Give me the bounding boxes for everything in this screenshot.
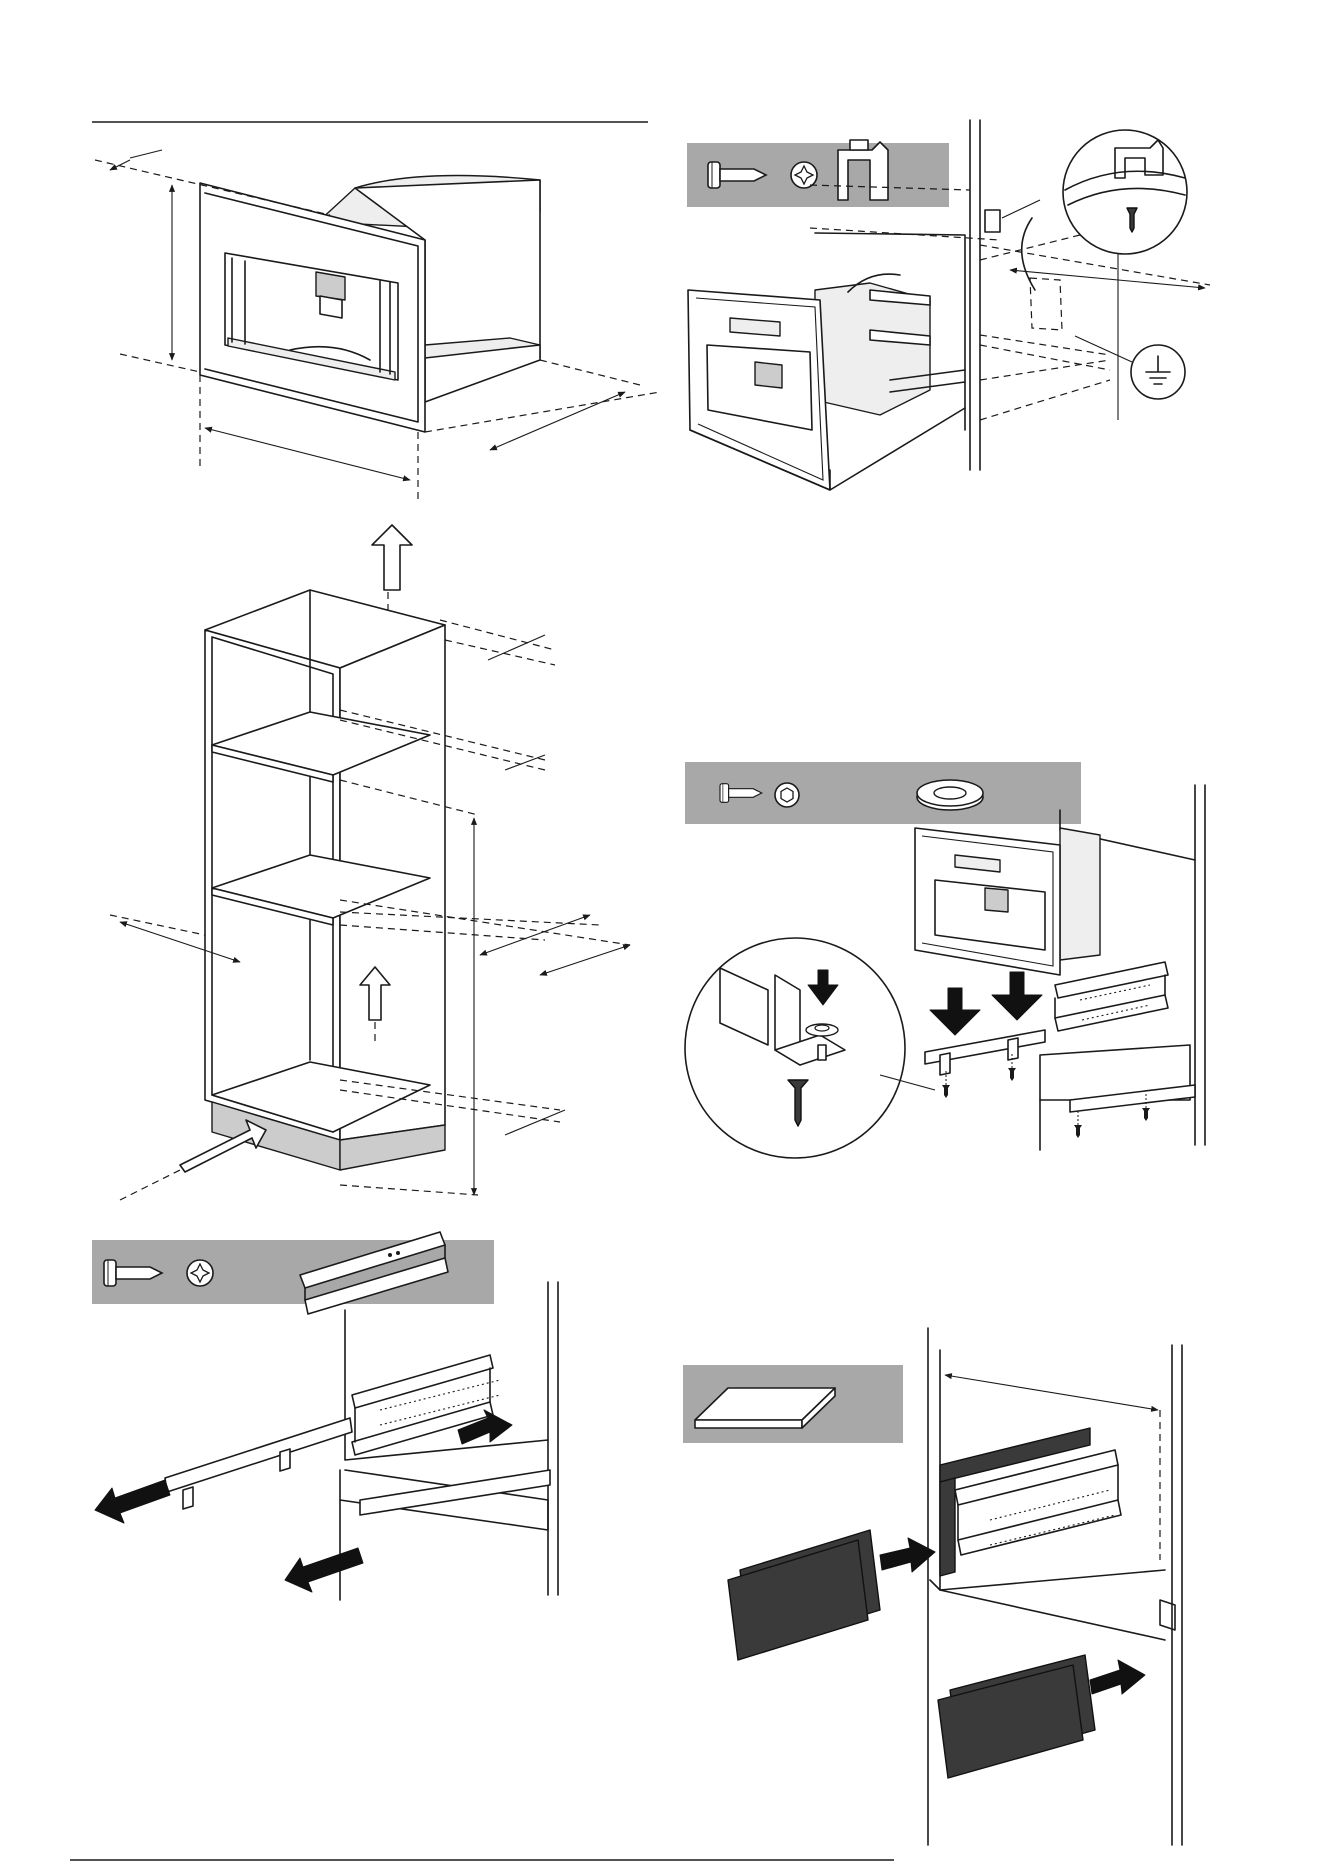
cab-dash-7 <box>110 915 205 935</box>
elec-dash-7 <box>980 335 1110 355</box>
mini-screw-3 <box>1074 1111 1082 1138</box>
loose-panel-upper-front <box>728 1540 868 1660</box>
front-rail-5 <box>165 1418 352 1492</box>
niche-depth-arrow-1 <box>480 915 590 955</box>
insert-arrow-upper <box>880 1538 935 1572</box>
spout <box>320 296 342 318</box>
spout-4 <box>985 888 1008 912</box>
niche-depth-arrow-2 <box>540 945 630 975</box>
fig-electrical-connection <box>687 120 1210 490</box>
down-arrow-left <box>930 988 980 1035</box>
upper-panel-edge <box>940 1478 955 1576</box>
fig-cover-panels <box>683 1328 1182 1845</box>
cabinet-right-edge-5 <box>548 1282 558 1595</box>
airflow-in-dash <box>120 1170 180 1200</box>
clip-5-right <box>280 1449 290 1471</box>
fig-rail-mounting <box>92 1232 558 1600</box>
depth-arrow <box>490 392 625 450</box>
torx-head-icon <box>775 783 799 807</box>
display-2 <box>730 318 780 336</box>
detail-washer-hole <box>815 1025 829 1031</box>
washer-icon <box>917 780 983 810</box>
fig-appliance-dimensions <box>95 150 660 500</box>
cable-clamp-small <box>985 210 1000 232</box>
loose-panel-lower-front <box>938 1665 1083 1778</box>
clip-right-4 <box>1008 1038 1018 1060</box>
niche-width-6 <box>945 1375 1158 1410</box>
clip-left-4 <box>940 1053 950 1075</box>
pull-out-arrow-upper <box>95 1480 170 1523</box>
frame-thickness-line <box>130 150 162 158</box>
insert-arrow-lower <box>1090 1660 1145 1694</box>
detail-leader <box>1002 200 1040 218</box>
rail-6-lower <box>958 1500 1121 1555</box>
width-arrow <box>205 428 410 480</box>
fig-cabinet-dimensions <box>110 525 630 1200</box>
pull-out-arrow-lower <box>285 1548 363 1592</box>
elec-dash-3 <box>980 245 1210 285</box>
ground-leader <box>1075 336 1132 362</box>
cab-dash-6 <box>340 1185 478 1195</box>
cab-dim-shelf <box>505 755 545 770</box>
socket-outline <box>1030 278 1062 330</box>
dim-line-bottom-left <box>120 354 200 372</box>
phillips-head-icon <box>187 1260 213 1286</box>
rail-5-upper <box>352 1355 493 1408</box>
rail-4-upper <box>1055 962 1168 998</box>
detail-pin <box>818 1045 826 1060</box>
cabinet-right-edge-4 <box>1195 785 1205 1145</box>
fig-rail-fixing <box>685 762 1205 1158</box>
elec-dash-8 <box>980 345 1110 370</box>
dim-line-depth-2 <box>540 360 640 385</box>
cab-dim-bottom <box>505 1110 565 1135</box>
dim-line-depth <box>425 392 660 432</box>
spout-2 <box>755 362 782 388</box>
shelf-6 <box>930 1580 1165 1640</box>
down-arrow-right <box>992 972 1042 1020</box>
clip-5-left <box>183 1487 193 1509</box>
elec-dash-5 <box>980 360 1110 380</box>
cab-dash-1 <box>440 620 555 650</box>
elec-dash-6 <box>980 380 1110 420</box>
airflow-out-arrow-icon <box>372 525 412 590</box>
frame-thickness-arrow <box>110 160 130 170</box>
appliance-side-4 <box>1060 828 1100 960</box>
cab-dash-2 <box>445 640 555 665</box>
phillips-head-icon <box>791 162 817 188</box>
